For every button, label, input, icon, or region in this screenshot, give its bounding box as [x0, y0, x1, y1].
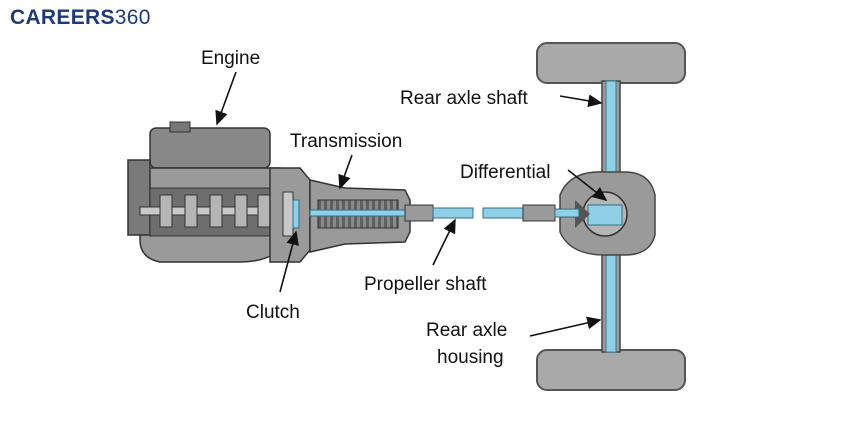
front-universal-joint — [404, 204, 434, 222]
label-rear-axle-shaft: Rear axle shaft — [400, 88, 529, 109]
crank-throw-4 — [234, 194, 248, 228]
label-propeller-shaft: Propeller shaft — [364, 274, 487, 295]
careers360-logo: CAREERS360 — [10, 6, 151, 30]
transmission-leader — [338, 154, 353, 190]
rear-axle-shaft-leader — [559, 94, 603, 108]
label-differential: Differential — [460, 162, 550, 183]
engine-timing-cover — [127, 159, 151, 236]
front-right-tire-top — [536, 42, 686, 84]
pinion-shaft — [554, 208, 580, 218]
engine-valve-cover — [149, 127, 271, 169]
crank-throw-1 — [159, 194, 173, 228]
engine-leader — [215, 71, 237, 126]
pinion-gear — [575, 200, 590, 228]
label-rear-axle-housing-line1: Rear axle — [426, 320, 507, 341]
differential-leader — [567, 169, 608, 201]
label-clutch: Clutch — [246, 302, 300, 323]
logo-text-light: 360 — [114, 6, 151, 29]
propeller-shaft-rear — [482, 207, 524, 219]
propeller-shaft-leader — [432, 218, 456, 266]
clutch-leader — [279, 230, 299, 293]
label-engine: Engine — [201, 48, 260, 69]
engine-oil-cap — [169, 121, 191, 133]
rear-axle-housing-leader — [529, 316, 602, 337]
propeller-shaft-front — [432, 207, 474, 219]
label-rear-axle-housing-line2: housing — [437, 347, 504, 368]
rear-tire-bottom — [536, 349, 686, 391]
label-transmission: Transmission — [290, 131, 402, 152]
logo-text-bold: CAREERS — [10, 6, 115, 29]
differential-gears — [587, 204, 623, 226]
rear-universal-joint — [522, 204, 556, 222]
clutch-flywheel — [282, 191, 294, 237]
crank-throw-3 — [209, 194, 223, 228]
transmission-mainshaft — [309, 209, 411, 217]
clutch-disc — [292, 199, 300, 229]
crank-throw-5 — [257, 194, 271, 228]
crank-throw-2 — [184, 194, 198, 228]
